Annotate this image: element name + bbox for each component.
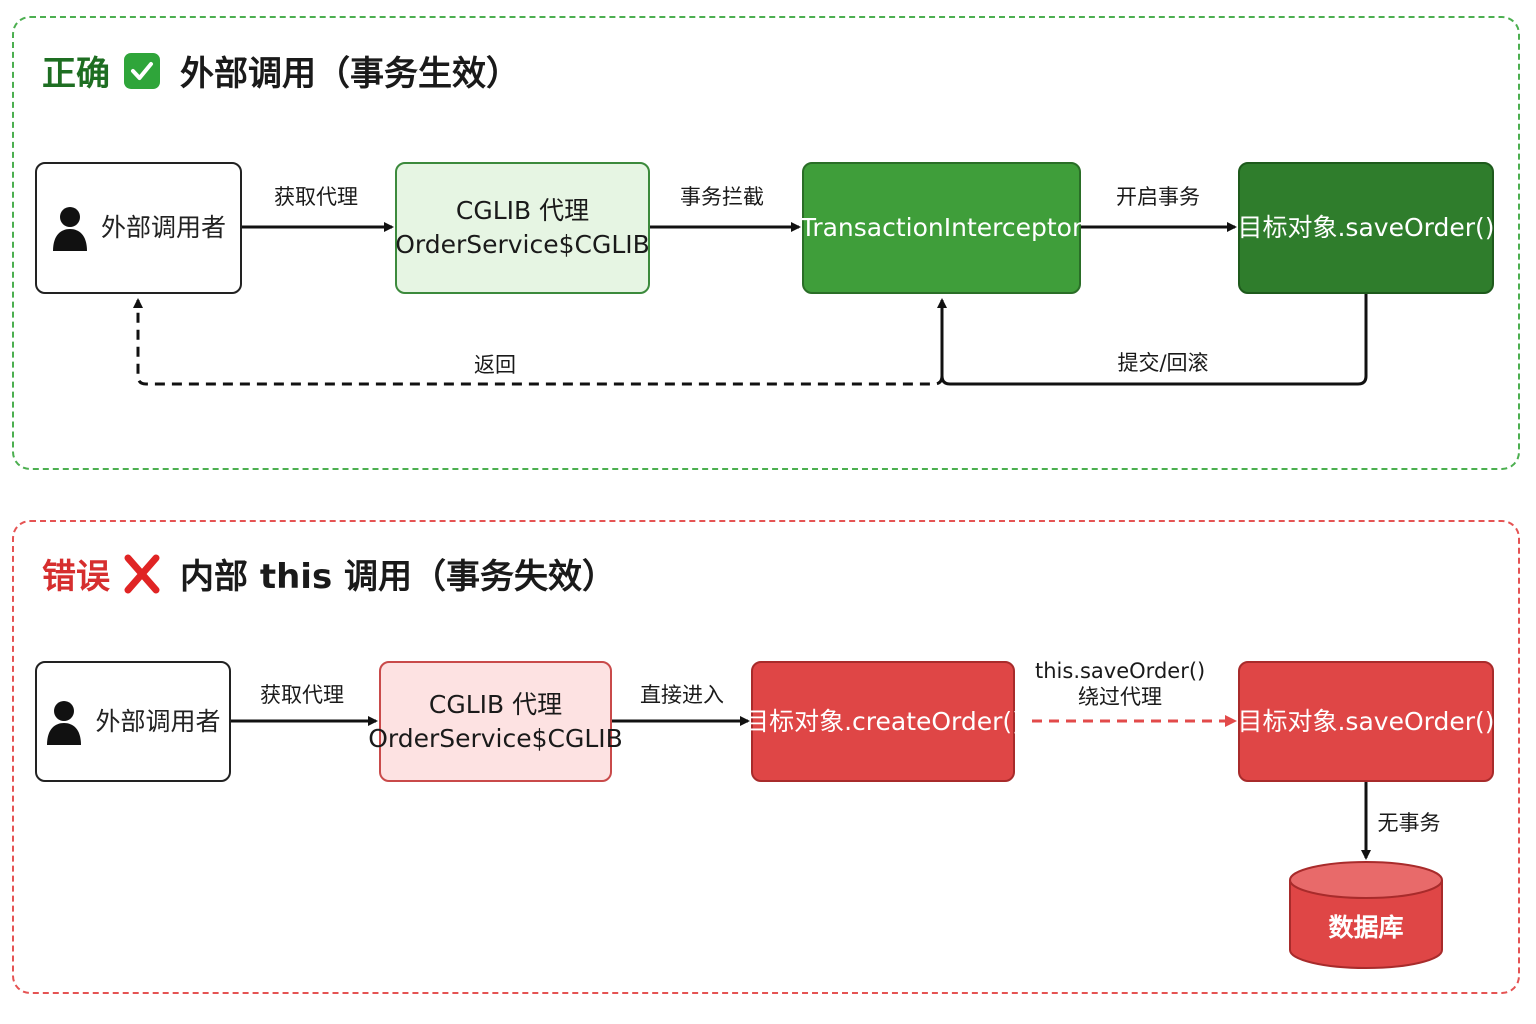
- proxy-title-2: CGLIB 代理: [428, 689, 563, 719]
- correct-tag: 正确: [42, 54, 110, 94]
- edge-label-this-call: this.saveOrder() 绕过代理: [1035, 658, 1205, 711]
- database-label: 数据库: [1328, 913, 1404, 942]
- target-label: 目标对象.saveOrder(): [1237, 213, 1495, 243]
- bypass-proxy-text: 绕过代理: [1078, 685, 1162, 710]
- external-caller-node-2: 外部调用者: [35, 661, 231, 782]
- transaction-interceptor-node: TransactionInterceptor: [800, 162, 1083, 294]
- correct-title: 外部调用（事务生效）: [180, 54, 520, 94]
- target-save-order-node: 目标对象.saveOrder(): [1237, 162, 1495, 294]
- proxy-title: CGLIB 代理: [455, 196, 590, 226]
- caller-label-2: 外部调用者: [95, 706, 221, 736]
- cglib-proxy-node-2: CGLIB 代理 OrderService$CGLIB: [368, 661, 623, 782]
- target-label-2: 目标对象.saveOrder(): [1237, 706, 1495, 736]
- arrow-return: [133, 298, 944, 386]
- edge-label-intercept: 事务拦截: [680, 185, 764, 209]
- check-icon: [124, 52, 160, 89]
- target-create-order-node: 目标对象.createOrder(): [744, 661, 1022, 782]
- correct-panel: [12, 16, 1520, 470]
- database-icon: [1289, 861, 1443, 969]
- cglib-proxy-node: CGLIB 代理 OrderService$CGLIB: [395, 162, 650, 294]
- person-icon: [45, 699, 83, 745]
- proxy-class: OrderService$CGLIB: [395, 230, 650, 259]
- wrong-panel: [12, 520, 1520, 994]
- wrong-title: 内部 this 调用（事务失效）: [180, 557, 617, 597]
- cross-icon: [124, 554, 160, 594]
- proxy-class-2: OrderService$CGLIB: [368, 723, 623, 753]
- caller-label: 外部调用者: [100, 213, 226, 243]
- wrong-heading: 错误 内部 this 调用（事务失效）: [42, 549, 616, 598]
- edge-label-begin-tx: 开启事务: [1116, 185, 1200, 209]
- target-save-order-node-2: 目标对象.saveOrder(): [1237, 661, 1495, 782]
- edge-label-get-proxy: 获取代理: [274, 185, 358, 209]
- this-call-text: this.saveOrder(): [1035, 659, 1206, 683]
- edge-label-direct: 直接进入: [640, 683, 724, 707]
- edge-label-no-tx: 无事务: [1377, 811, 1441, 835]
- external-caller-node: 外部调用者: [35, 162, 242, 294]
- edge-label-commit-rollback: 提交/回滚: [1117, 351, 1209, 375]
- interceptor-label: TransactionInterceptor: [800, 213, 1083, 243]
- correct-heading: 正确 外部调用（事务生效）: [42, 46, 520, 95]
- edge-label-return: 返回: [474, 353, 516, 377]
- create-order-label: 目标对象.createOrder(): [744, 706, 1022, 736]
- edge-label-get-proxy-2: 获取代理: [260, 683, 344, 707]
- person-icon: [51, 205, 89, 251]
- wrong-tag: 错误: [42, 557, 110, 597]
- arrow-commit-rollback: [937, 294, 1368, 386]
